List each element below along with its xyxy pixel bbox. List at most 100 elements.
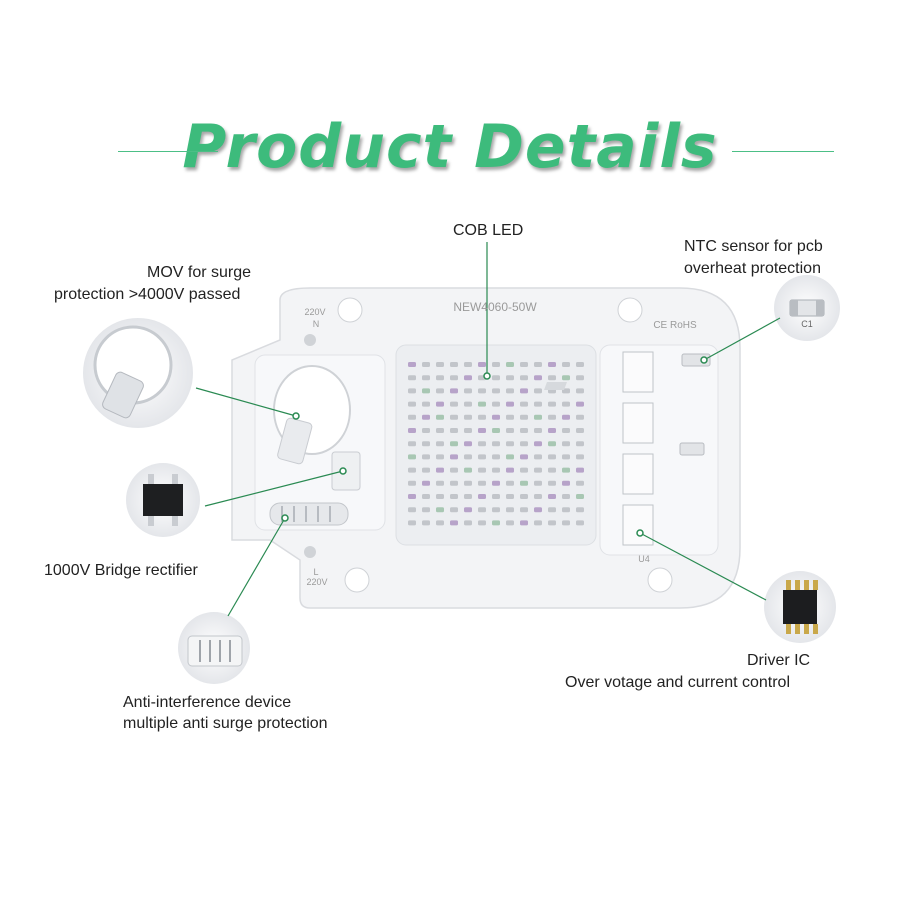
led-chip [464,441,472,447]
led-chip [534,414,542,420]
led-chip [576,414,584,420]
leader-line-driver [639,532,767,601]
led-chip [478,494,486,499]
led-chip [436,375,444,381]
led-chip [450,362,458,367]
leader-dot [700,356,708,364]
led-chip [408,428,416,433]
led-chip [464,520,472,526]
led-chip [534,467,542,473]
led-chip [492,480,500,486]
led-chip [534,388,542,394]
led-chip [478,480,486,486]
led-chip [548,428,556,433]
led-chip [562,467,570,473]
led-chip [576,388,584,394]
leader-dot [292,412,300,420]
led-chip [408,454,416,460]
led-chip [422,454,430,460]
driver-ic-label-line2: Over votage and current control [565,674,791,691]
led-chip [534,507,542,513]
mounting-hole [647,567,673,593]
led-chip [562,520,570,526]
led-chip [548,375,556,381]
led-chip [450,428,458,433]
driver-ic-label-line1: Driver IC [747,652,811,669]
led-chip [562,362,570,367]
led-chip [408,520,416,526]
led-chip [422,414,430,420]
board-pole-bottom: L [313,567,319,577]
page-title: Product Details [182,112,718,182]
led-chip [548,454,556,460]
led-chip [520,414,528,420]
led-chip [422,441,430,447]
cob-led-label: COB LED [453,222,524,239]
board-voltage-bottom: 220V [306,577,328,587]
led-chip [450,520,458,526]
led-chip [408,467,416,473]
led-chip [520,428,528,433]
led-chip [534,454,542,460]
led-chip [478,362,486,367]
led-grid [408,362,584,526]
led-chip [478,507,486,513]
pad-dot [304,546,316,558]
led-chip [436,480,444,486]
board-pole-top: N [312,319,320,329]
led-chip [436,401,444,407]
mounting-hole [337,297,363,323]
board-voltage-top: 220V [304,307,326,317]
led-chip [506,494,514,499]
led-chip [436,414,444,420]
led-chip [422,520,430,526]
led-chip [562,428,570,433]
mov-label-line1: MOV for surge [147,264,252,281]
led-chip [492,401,500,407]
led-chip [520,454,528,460]
led-chip [478,428,486,433]
led-chip [478,454,486,460]
leader-line-ntc [703,317,781,361]
led-chip [576,375,584,381]
led-chip [520,520,528,526]
led-chip [450,375,458,381]
led-chip [548,520,556,526]
led-chip [422,362,430,367]
mounting-hole [617,297,643,323]
led-chip [506,428,514,433]
led-chip [408,441,416,447]
led-chip [450,454,458,460]
led-chip [506,414,514,420]
led-chip [576,467,584,473]
smd-part [544,382,567,390]
led-chip [520,375,528,381]
driver-ic-zoom-bubble [764,571,836,643]
mounting-hole [344,567,370,593]
led-chip [576,507,584,513]
led-chip [464,362,472,367]
ntc-sensor-label-line2: overheat protection [684,260,821,277]
led-chip [562,480,570,486]
led-chip [506,454,514,460]
led-chip [534,480,542,486]
bridge-zoom-bubble [126,463,200,537]
led-chip [492,441,500,447]
led-chip [562,454,570,460]
led-chip [464,454,472,460]
led-chip [506,507,514,513]
mov-zoom-bubble [83,318,193,428]
led-chip [436,428,444,433]
led-chip [408,494,416,499]
led-chip [422,467,430,473]
board-ic-ref: U4 [638,554,650,564]
led-chip [534,375,542,381]
led-chip [478,401,486,407]
pad-dot [304,334,316,346]
led-chip [576,401,584,407]
led-chip [478,388,486,394]
led-chip [478,414,486,420]
led-chip [408,375,416,381]
led-chip [534,520,542,526]
led-chip [548,494,556,499]
